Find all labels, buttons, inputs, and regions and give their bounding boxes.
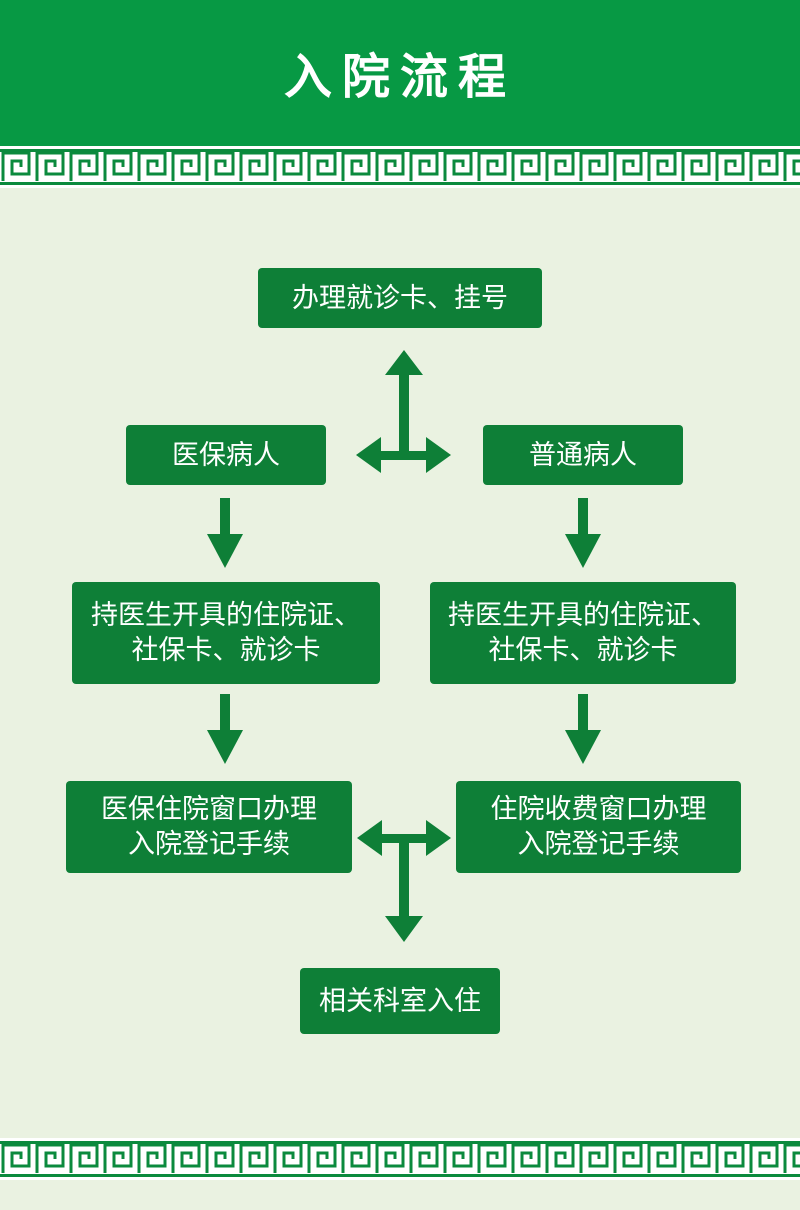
header-banner: 入院流程 — [0, 0, 800, 146]
step-insured-admission: 医保住院窗口办理 入院登记手续 — [66, 781, 352, 873]
step-ward-admission-label: 相关科室入住 — [319, 985, 481, 1017]
step-regular-docs: 持医生开具的住院证、 社保卡、就诊卡 — [430, 582, 736, 684]
step-regular-patient: 普通病人 — [483, 425, 683, 485]
arrow-down-icon — [565, 498, 601, 568]
step-insured-patient-label: 医保病人 — [172, 439, 280, 471]
step-insured-admission-label: 医保住院窗口办理 入院登记手续 — [101, 794, 317, 860]
step-register-label: 办理就诊卡、挂号 — [292, 282, 508, 314]
step-regular-admission: 住院收费窗口办理 入院登记手续 — [456, 781, 741, 873]
junction-arrow-top-icon — [356, 350, 451, 473]
arrow-down-icon — [565, 694, 601, 764]
step-register: 办理就诊卡、挂号 — [258, 268, 542, 328]
step-insured-patient: 医保病人 — [126, 425, 326, 485]
step-ward-admission: 相关科室入住 — [300, 968, 500, 1034]
step-insured-docs-label: 持医生开具的住院证、 社保卡、就诊卡 — [91, 600, 361, 666]
top-fret-border — [0, 146, 800, 188]
bottom-fret-border — [0, 1138, 800, 1180]
page-title: 入院流程 — [283, 49, 516, 105]
step-insured-docs: 持医生开具的住院证、 社保卡、就诊卡 — [72, 582, 380, 684]
junction-arrow-bottom-icon — [357, 820, 451, 942]
arrow-down-icon — [207, 498, 243, 568]
step-regular-patient-label: 普通病人 — [529, 439, 637, 471]
step-regular-admission-label: 住院收费窗口办理 入院登记手续 — [490, 794, 707, 860]
step-regular-docs-label: 持医生开具的住院证、 社保卡、就诊卡 — [448, 600, 718, 666]
arrow-down-icon — [207, 694, 243, 764]
